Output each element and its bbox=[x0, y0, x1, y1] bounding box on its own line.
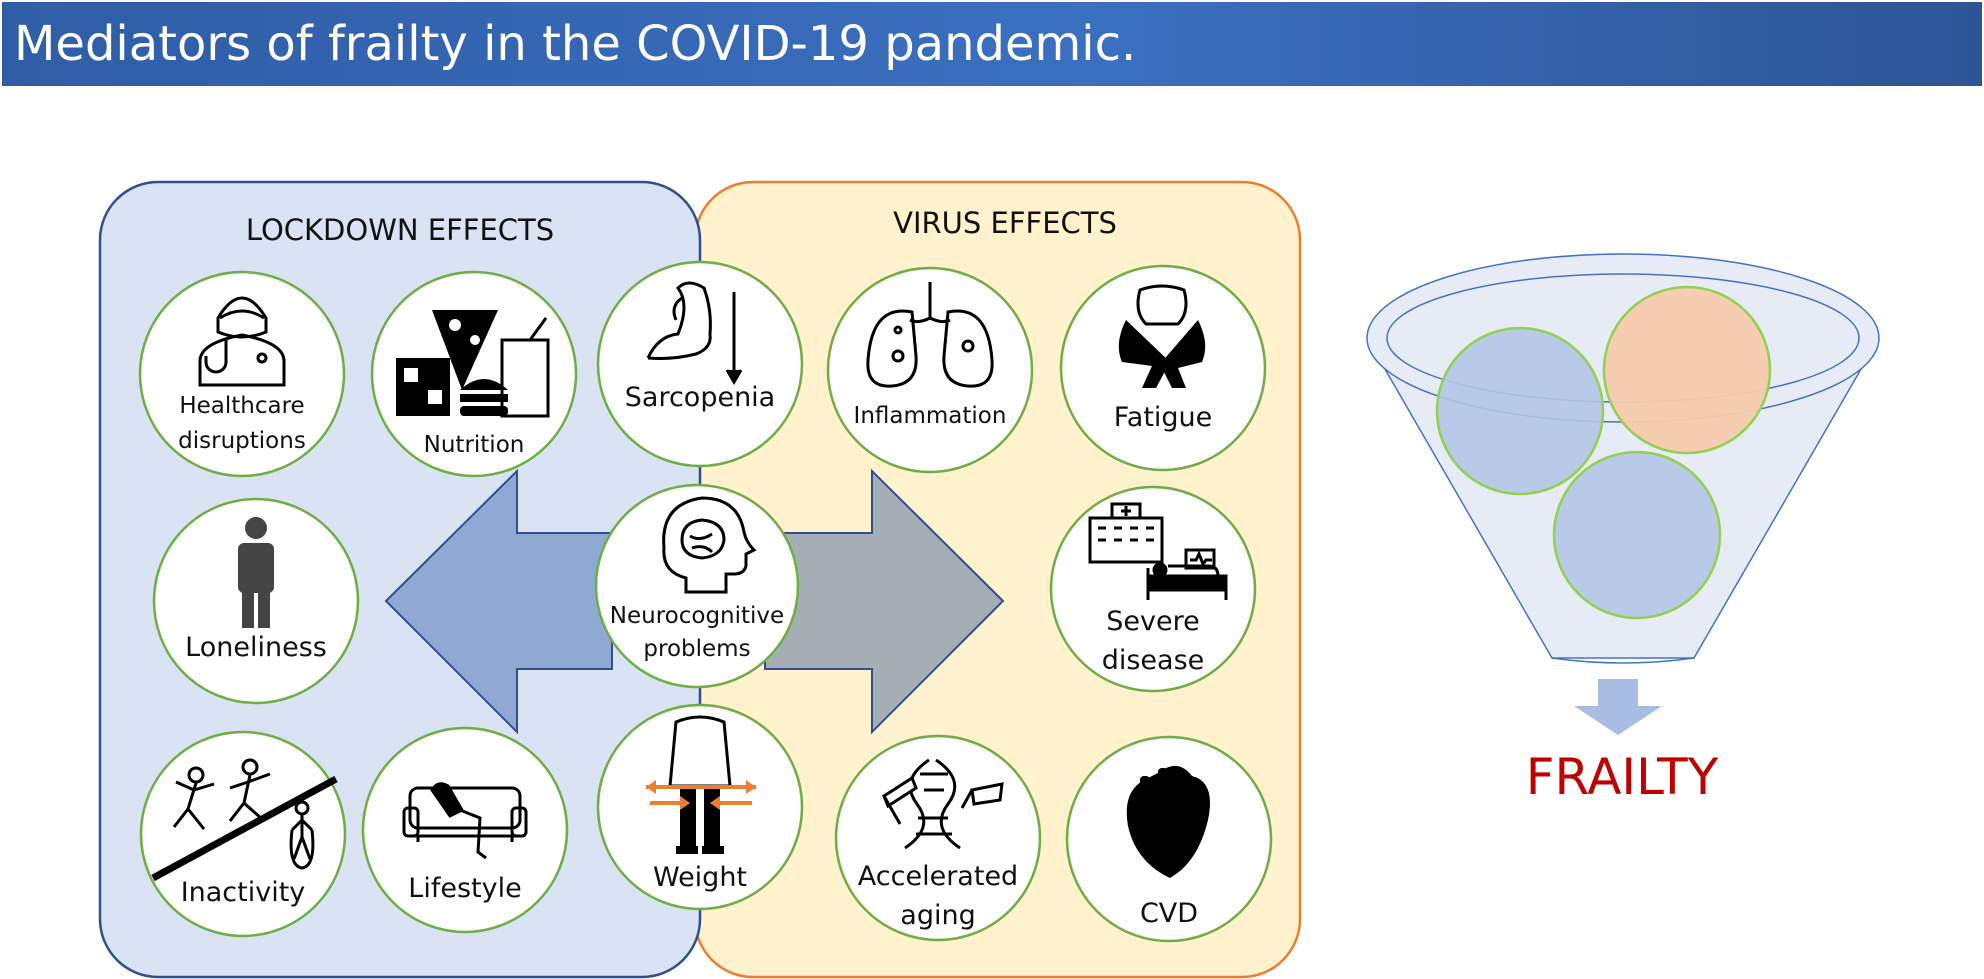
accelerated-aging-label-line2: aging bbox=[900, 900, 975, 931]
weight-node: Weight bbox=[596, 703, 804, 911]
down-arrow bbox=[1574, 679, 1662, 735]
strike-line bbox=[151, 775, 338, 882]
healthcare-disruptions-node: Healthcare disruptions bbox=[138, 270, 346, 478]
person-icon bbox=[238, 517, 274, 628]
loneliness-label: Loneliness bbox=[185, 632, 327, 663]
funnel-circle-lockdown bbox=[1435, 326, 1605, 496]
inflammation-label: Inflammation bbox=[854, 403, 1007, 429]
loneliness-node: Loneliness bbox=[152, 497, 360, 705]
brain-head-icon bbox=[662, 496, 757, 594]
figure-title: Mediators of frailty in the COVID-19 pan… bbox=[2, 2, 1982, 86]
inactivity-label: Inactivity bbox=[181, 877, 306, 908]
healthcare-label-line2: disruptions bbox=[178, 428, 306, 454]
cvd-node: CVD bbox=[1065, 735, 1273, 943]
nutrition-node: Nutrition bbox=[370, 270, 578, 478]
inactivity-node: Inactivity bbox=[139, 730, 347, 938]
neurocognitive-label-line2: problems bbox=[643, 636, 750, 662]
lifestyle-node: Lifestyle bbox=[361, 726, 569, 934]
nutrition-label: Nutrition bbox=[424, 432, 525, 458]
no-exercise-icon bbox=[172, 758, 315, 870]
sarcopenia-node: Sarcopenia bbox=[596, 260, 804, 468]
doctor-icon bbox=[198, 296, 286, 387]
neurocognitive-label-line1: Neurocognitive bbox=[610, 603, 784, 629]
lifestyle-label: Lifestyle bbox=[408, 873, 521, 904]
tired-person-icon bbox=[1118, 284, 1206, 388]
healthcare-label-line1: Healthcare bbox=[179, 393, 304, 419]
dna-icon bbox=[882, 758, 1004, 850]
weight-label: Weight bbox=[653, 862, 747, 893]
weight-change-icon bbox=[646, 715, 756, 854]
cvd-label: CVD bbox=[1140, 898, 1198, 929]
sarcopenia-label: Sarcopenia bbox=[625, 382, 775, 413]
lungs-virus-icon bbox=[866, 282, 994, 388]
fatigue-label: Fatigue bbox=[1114, 402, 1213, 433]
fatigue-node: Fatigue bbox=[1059, 264, 1267, 472]
frailty-funnel bbox=[1366, 253, 1880, 735]
sofa-person-icon bbox=[402, 782, 528, 860]
hospital-bed-icon bbox=[1088, 502, 1228, 600]
virus-heading: VIRUS EFFECTS bbox=[893, 206, 1117, 240]
lockdown-heading: LOCKDOWN EFFECTS bbox=[246, 213, 554, 247]
accelerated-aging-label-line1: Accelerated bbox=[858, 861, 1018, 892]
severe-disease-label-line2: disease bbox=[1102, 645, 1205, 676]
flexed-arm-down-arrow-icon bbox=[646, 281, 743, 385]
funnel-circle-virus bbox=[1602, 285, 1772, 455]
funnel-circle-shared bbox=[1552, 450, 1722, 620]
severe-disease-node: Severe disease bbox=[1049, 485, 1257, 693]
severe-disease-label-line1: Severe bbox=[1106, 606, 1199, 637]
frailty-label: FRAILTY bbox=[1526, 748, 1719, 806]
neurocognitive-node: Neurocognitive problems bbox=[594, 483, 800, 689]
accelerated-aging-node: Accelerated aging bbox=[834, 734, 1042, 942]
junk-food-icon bbox=[396, 310, 550, 418]
inflammation-node: Inflammation bbox=[826, 266, 1034, 474]
heart-icon bbox=[1126, 765, 1210, 878]
